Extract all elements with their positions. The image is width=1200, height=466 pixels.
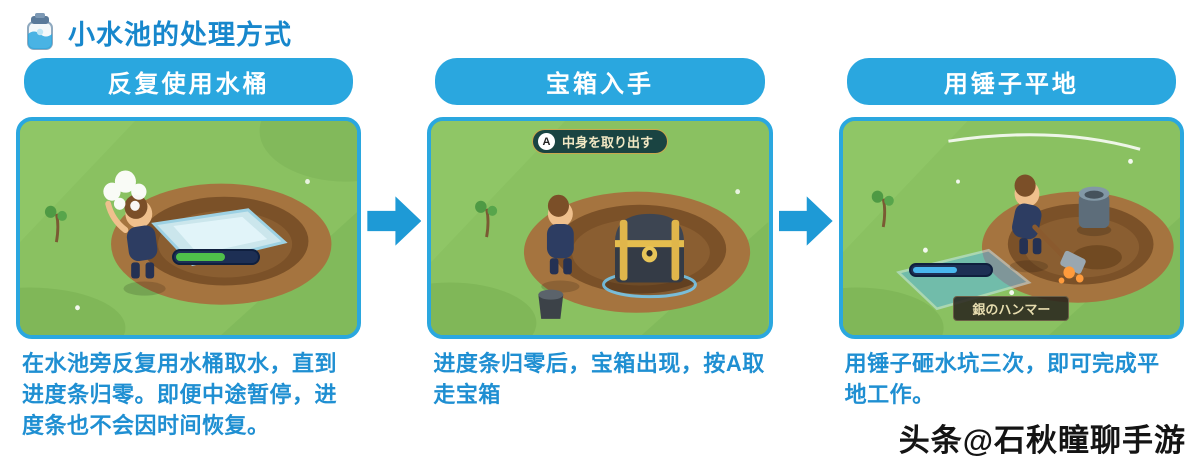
step-1-screenshot [16,117,362,339]
step-2: 宝箱入手 [427,58,773,411]
scene-treasure-chest [431,121,769,335]
sapling-icon [475,200,498,238]
step-2-caption: 进度条归零后，宝箱出现，按A取走宝箱 [433,351,765,407]
step-2-header: 宝箱入手 [435,58,765,105]
right-arrow-icon [778,196,833,246]
page-title: 小水池的处理方式 [68,19,292,50]
hammer-item-label: 銀のハンマー [953,296,1070,321]
step-3-header: 用锤子平地 [846,58,1176,105]
character [105,194,166,296]
water-jar-icon [27,13,53,50]
character [1009,174,1048,273]
step-2-screenshot: A 中身を取り出す [427,117,773,339]
scene-hammer-flatten [842,121,1180,335]
impact-spark [1058,266,1084,284]
scene-bucket-watering [20,121,358,335]
pickup-banner: A 中身を取り出す [531,129,668,154]
treasure-chest [602,213,698,299]
character [541,194,580,293]
arrow-1 [367,58,422,249]
progress-fill [176,253,225,261]
step-3: 用锤子平地 [838,58,1184,411]
arrow-2 [778,58,833,249]
bucket [538,289,564,319]
steps-grid: 反复使用水桶 [0,58,1200,441]
progress-fill [912,267,957,273]
right-arrow-icon [367,196,422,246]
sparkles [922,158,1133,296]
sapling-icon [44,205,67,243]
water-splash [103,170,147,211]
pickup-banner-text: 中身を取り出す [561,135,653,150]
step-1-header: 反复使用水桶 [24,58,354,105]
progress-bar [908,263,993,277]
sapling-icon [871,190,894,228]
watermark: 头条@石秋瞳聊手游 [898,423,1186,458]
a-button-icon: A [537,133,555,150]
step-3-screenshot: 銀のハンマー [838,117,1184,339]
page-header: 小水池的处理方式 [0,0,1200,58]
progress-bar [172,249,260,265]
canister-item [1076,186,1111,237]
motion-arc [947,133,1141,151]
step-1-caption: 在水池旁反复用水桶取水，直到进度条归零。即便中途暂停，进度条也不会因时间恢复。 [22,351,338,438]
step-3-caption: 用锤子砸水坑三次，即可完成平地工作。 [844,351,1160,407]
step-1: 反复使用水桶 [16,58,362,441]
